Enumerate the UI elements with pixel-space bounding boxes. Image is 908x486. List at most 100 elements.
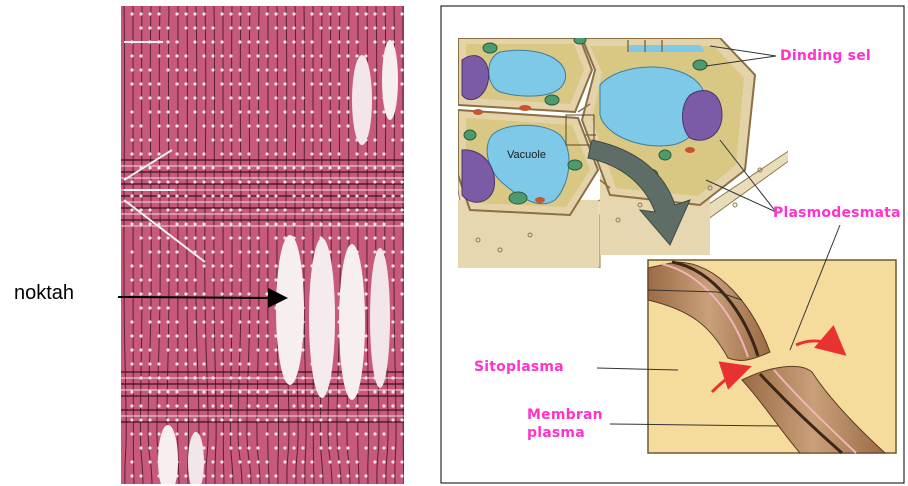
pit-dot <box>166 166 169 169</box>
pit-dot <box>319 54 322 57</box>
pit-dot <box>346 236 349 239</box>
pit-dot <box>256 474 259 477</box>
pit-dot <box>382 432 385 435</box>
pit-dot <box>400 292 403 295</box>
pit-dot <box>184 12 187 15</box>
pit-dot <box>301 250 304 253</box>
pit-dot <box>355 460 358 463</box>
pit-dot <box>193 376 196 379</box>
pit-dot <box>193 82 196 85</box>
pit-dot <box>166 208 169 211</box>
pit-dot <box>328 208 331 211</box>
pit-dot <box>148 152 151 155</box>
pit-dot <box>265 208 268 211</box>
pit-dot <box>220 110 223 113</box>
pit-dot <box>130 292 133 295</box>
pit-dot <box>238 418 241 421</box>
pit-dot <box>292 54 295 57</box>
pit-dot <box>400 110 403 113</box>
pit-dot <box>175 404 178 407</box>
membran-line-2: plasma <box>527 424 603 442</box>
pit-dot <box>400 362 403 365</box>
pit-dot <box>193 208 196 211</box>
pit-dot <box>292 446 295 449</box>
pit-dot <box>148 306 151 309</box>
pit-dot <box>157 96 160 99</box>
pit-dot <box>148 208 151 211</box>
pit-dot <box>301 460 304 463</box>
pit-dot <box>319 26 322 29</box>
pit-dot <box>256 306 259 309</box>
pit-dot <box>337 236 340 239</box>
pit-dot <box>175 110 178 113</box>
pit-dot <box>202 54 205 57</box>
pit-dot <box>175 432 178 435</box>
pit-dot <box>211 264 214 267</box>
pit-dot <box>283 138 286 141</box>
pit-dot <box>337 110 340 113</box>
pit-dot <box>157 320 160 323</box>
pit-dot <box>265 418 268 421</box>
pit-dot <box>301 264 304 267</box>
pit-dot <box>256 194 259 197</box>
pit-dot <box>400 348 403 351</box>
pit-dot <box>301 26 304 29</box>
pit-dot <box>265 348 268 351</box>
pit-dot <box>283 222 286 225</box>
pit-dot <box>400 432 403 435</box>
pit-dot <box>400 460 403 463</box>
pit-dot <box>292 180 295 183</box>
pit-dot <box>193 110 196 113</box>
pit-dot <box>265 390 268 393</box>
pit-dot <box>211 404 214 407</box>
pit-dot <box>238 362 241 365</box>
pit-dot <box>166 194 169 197</box>
pit-dot <box>310 68 313 71</box>
pit-dot <box>256 236 259 239</box>
pit-dot <box>139 376 142 379</box>
pit-dot <box>166 96 169 99</box>
pit-dot <box>400 152 403 155</box>
pit-dot <box>337 404 340 407</box>
pit-dot <box>310 222 313 225</box>
pit-dot <box>373 40 376 43</box>
pit-dot <box>337 376 340 379</box>
pit-dot <box>148 12 151 15</box>
pit-dot <box>130 222 133 225</box>
pit-dot <box>301 68 304 71</box>
plasmodesmata-label: Plasmodesmata <box>773 205 901 221</box>
pit-dot <box>310 460 313 463</box>
pit-dot <box>364 278 367 281</box>
pit-dot <box>193 166 196 169</box>
pit-dot <box>337 166 340 169</box>
pit-dot <box>166 26 169 29</box>
pit-dot <box>175 82 178 85</box>
pit-dot <box>220 264 223 267</box>
pit-dot <box>229 96 232 99</box>
pit-dot <box>139 334 142 337</box>
pit-dot <box>211 54 214 57</box>
pit-dot <box>400 82 403 85</box>
pit-dot <box>166 404 169 407</box>
pit-dot <box>346 110 349 113</box>
pit-dot <box>229 446 232 449</box>
pit-dot <box>238 348 241 351</box>
pit-dot <box>229 12 232 15</box>
pit-dot <box>319 208 322 211</box>
pit-dot <box>265 292 268 295</box>
pit-dot <box>148 180 151 183</box>
pit-dot <box>184 194 187 197</box>
pit-dot <box>202 110 205 113</box>
pit-dot <box>301 166 304 169</box>
pit-dot <box>364 432 367 435</box>
pit-dot <box>157 26 160 29</box>
pit-dot <box>238 166 241 169</box>
pit-dot <box>157 12 160 15</box>
pit-dot <box>265 222 268 225</box>
pit-dot <box>328 390 331 393</box>
pit-dot <box>256 40 259 43</box>
pit-dot <box>229 26 232 29</box>
pit-dot <box>382 404 385 407</box>
pit-dot <box>256 138 259 141</box>
pit-dot <box>256 348 259 351</box>
